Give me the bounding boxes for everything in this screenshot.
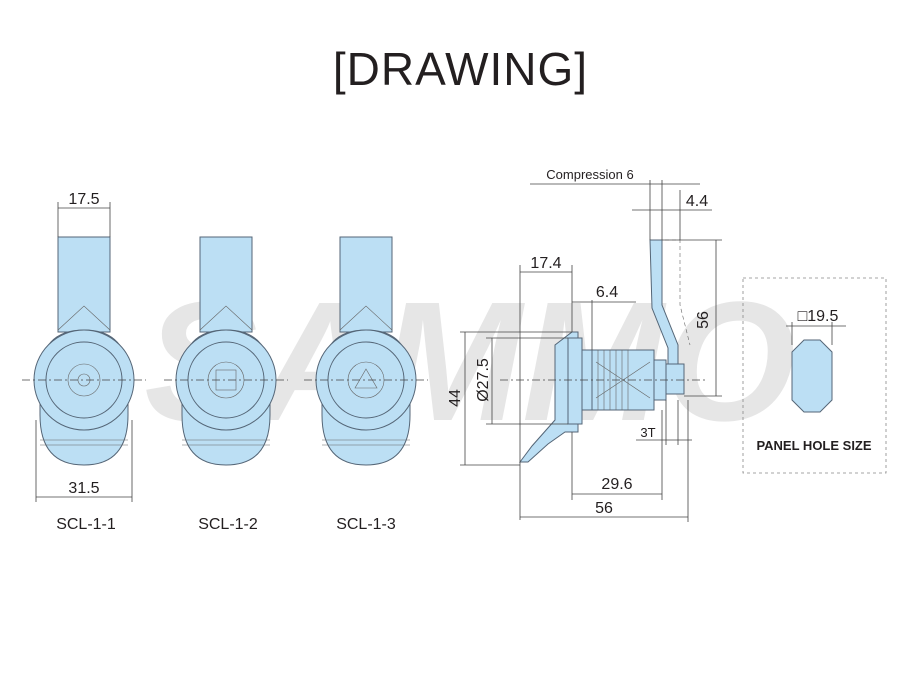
label-scl-1-3: SCL-1-3 bbox=[336, 516, 396, 533]
page-title: [DRAWING] bbox=[332, 43, 589, 95]
front-view-scl-1-3 bbox=[304, 236, 428, 466]
side-dimensions: Compression 6 4.4 17.4 6.4 56 Ø27.5 44 3… bbox=[447, 167, 722, 522]
dim-19-5: □19.5 bbox=[798, 308, 839, 325]
dim-29-6: 29.6 bbox=[601, 476, 632, 493]
dim-56-bottom: 56 bbox=[595, 500, 613, 517]
dim-6-4: 6.4 bbox=[596, 284, 618, 301]
front-view-scl-1-2 bbox=[164, 236, 288, 466]
dim-44: 44 bbox=[447, 389, 464, 407]
dim-3t: 3T bbox=[640, 425, 655, 440]
panel-hole-box: □19.5 PANEL HOLE SIZE bbox=[742, 277, 887, 474]
dim-4-4: 4.4 bbox=[686, 193, 708, 210]
label-scl-1-2: SCL-1-2 bbox=[198, 516, 258, 533]
front-dimensions: 17.5 31.5 SCL-1-1 SCL-1-2 SCL-1-3 bbox=[35, 191, 396, 533]
dim-compression: Compression 6 bbox=[546, 167, 633, 182]
dim-diameter-27-5: Ø27.5 bbox=[475, 358, 492, 402]
dim-17-5: 17.5 bbox=[68, 191, 99, 208]
panel-hole-label: PANEL HOLE SIZE bbox=[756, 438, 871, 453]
front-view-scl-1-1 bbox=[22, 236, 146, 466]
dim-17-4: 17.4 bbox=[530, 255, 561, 272]
side-view bbox=[500, 239, 705, 463]
dim-31-5: 31.5 bbox=[68, 480, 99, 497]
label-scl-1-1: SCL-1-1 bbox=[56, 516, 116, 533]
dim-56-vertical: 56 bbox=[695, 311, 712, 329]
